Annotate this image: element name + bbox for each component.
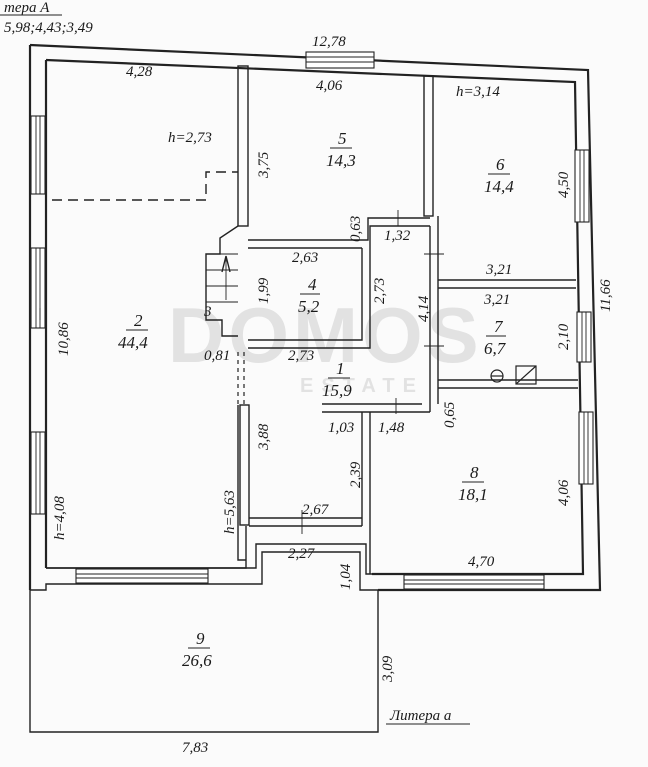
tick-marks — [39, 210, 444, 534]
dim-r8-bottom: 4,70 — [468, 554, 495, 570]
window-right-3 — [578, 411, 594, 485]
litera-a-label: Литера а — [389, 708, 451, 724]
dim-r7-top-a: 3,21 — [485, 262, 512, 278]
dim-r1-bottom: 2,67 — [302, 502, 330, 518]
litera-heights: 5,98;4,43;3,49 — [4, 20, 93, 36]
dim-r5-top: 4,06 — [316, 78, 343, 94]
room-8-label: 8 18,1 — [458, 463, 488, 504]
dim-r1-b: 1,48 — [378, 420, 405, 436]
interior-walls — [46, 65, 578, 574]
room-6-number: 6 — [496, 155, 505, 174]
room-5-area: 14,3 — [326, 151, 356, 170]
room-2-label: 2 44,4 — [118, 311, 148, 352]
room-8-area: 18,1 — [458, 485, 488, 504]
dim-r5-bottom: 0,63 — [348, 216, 364, 242]
dim-r7-top-b: 3,21 — [483, 292, 510, 308]
window-left-3 — [30, 431, 46, 515]
staircase — [205, 225, 239, 337]
dim-r4-top: 2,63 — [292, 250, 318, 266]
dim-r8-gap: 0,65 — [442, 401, 458, 428]
dim-h-right: h=5,63 — [222, 490, 238, 534]
dim-r7-side: 2,10 — [556, 323, 572, 350]
room-6-label: 6 14,4 — [484, 155, 514, 196]
vertical-dimension-labels: 3,75 0,63 4,50 11,66 1,99 2,73 4,14 2,10… — [52, 151, 614, 683]
dim-stair-width: 0,81 — [204, 348, 230, 364]
window-right-1 — [574, 149, 590, 223]
dim-right-total: 11,66 — [598, 279, 614, 312]
room-6-area: 14,4 — [484, 177, 514, 196]
room-5-number: 5 — [338, 129, 347, 148]
dim-r6-side: 4,50 — [556, 171, 572, 198]
boiler-fixture — [490, 365, 537, 385]
room-7-area: 6,7 — [484, 339, 507, 358]
room-9-area: 26,6 — [182, 651, 212, 670]
room-2-number: 2 — [134, 311, 143, 330]
room-4-label: 4 5,2 — [298, 275, 320, 316]
dim-r4-side: 1,99 — [256, 277, 272, 304]
dim-r1-a: 1,03 — [328, 420, 354, 436]
dim-r1-right: 2,39 — [348, 461, 364, 488]
dim-r1-side: 3,88 — [256, 423, 272, 451]
dim-r8-side: 4,06 — [556, 479, 572, 506]
dim-stair-num: 3 — [203, 304, 212, 320]
dim-porch-bottom: 7,83 — [182, 740, 208, 756]
window-bottom-right — [403, 574, 545, 590]
room-4-number: 4 — [308, 275, 317, 294]
room-1-label: 1 15,9 — [322, 359, 352, 400]
room-5-label: 5 14,3 — [326, 129, 356, 170]
window-left-1 — [30, 115, 46, 195]
dim-porch-side: 3,09 — [380, 655, 396, 683]
dim-r2-height: h=2,73 — [168, 130, 212, 146]
room-7-label: 7 6,7 — [484, 317, 507, 358]
dim-corridor-side: 4,14 — [416, 295, 432, 322]
dim-r6-height: h=3,14 — [456, 84, 500, 100]
room-4-area: 5,2 — [298, 297, 320, 316]
window-top — [305, 51, 375, 69]
window-right-2 — [576, 311, 592, 363]
room-9-label: 9 26,6 — [182, 629, 212, 670]
room-2-area: 44,4 — [118, 333, 148, 352]
room-8-number: 8 — [470, 463, 479, 482]
windows — [30, 51, 594, 590]
watermark-logo: DOMOS — [168, 291, 483, 379]
dim-left-total: 10,86 — [56, 322, 72, 356]
room-9-number: 9 — [196, 629, 205, 648]
dim-porch-step: 1,04 — [338, 563, 354, 590]
litera-title: тера А — [4, 0, 50, 16]
window-left-2 — [30, 247, 46, 329]
dim-top-total: 12,78 — [312, 34, 346, 50]
room-7-number: 7 — [494, 317, 504, 336]
watermark-sub: ESTATE — [300, 375, 424, 397]
window-bottom-left — [75, 568, 209, 584]
dim-h-left: h=4,08 — [52, 496, 68, 540]
dim-r4-bottom: 2,73 — [288, 348, 314, 364]
dim-r4-right: 2,73 — [372, 278, 388, 304]
mezzanine-edge — [52, 171, 238, 201]
dim-hall-small: 1,32 — [384, 228, 411, 244]
dimension-labels: 12,78 4,28 4,06 h=2,73 h=3,14 1,32 2,63 … — [126, 34, 512, 756]
dim-r5-side: 3,75 — [256, 151, 272, 179]
room-1-area: 15,9 — [322, 381, 352, 400]
room-1-number: 1 — [336, 359, 345, 378]
dim-door-width: 2,27 — [288, 546, 316, 562]
dim-r2-top: 4,28 — [126, 64, 153, 80]
